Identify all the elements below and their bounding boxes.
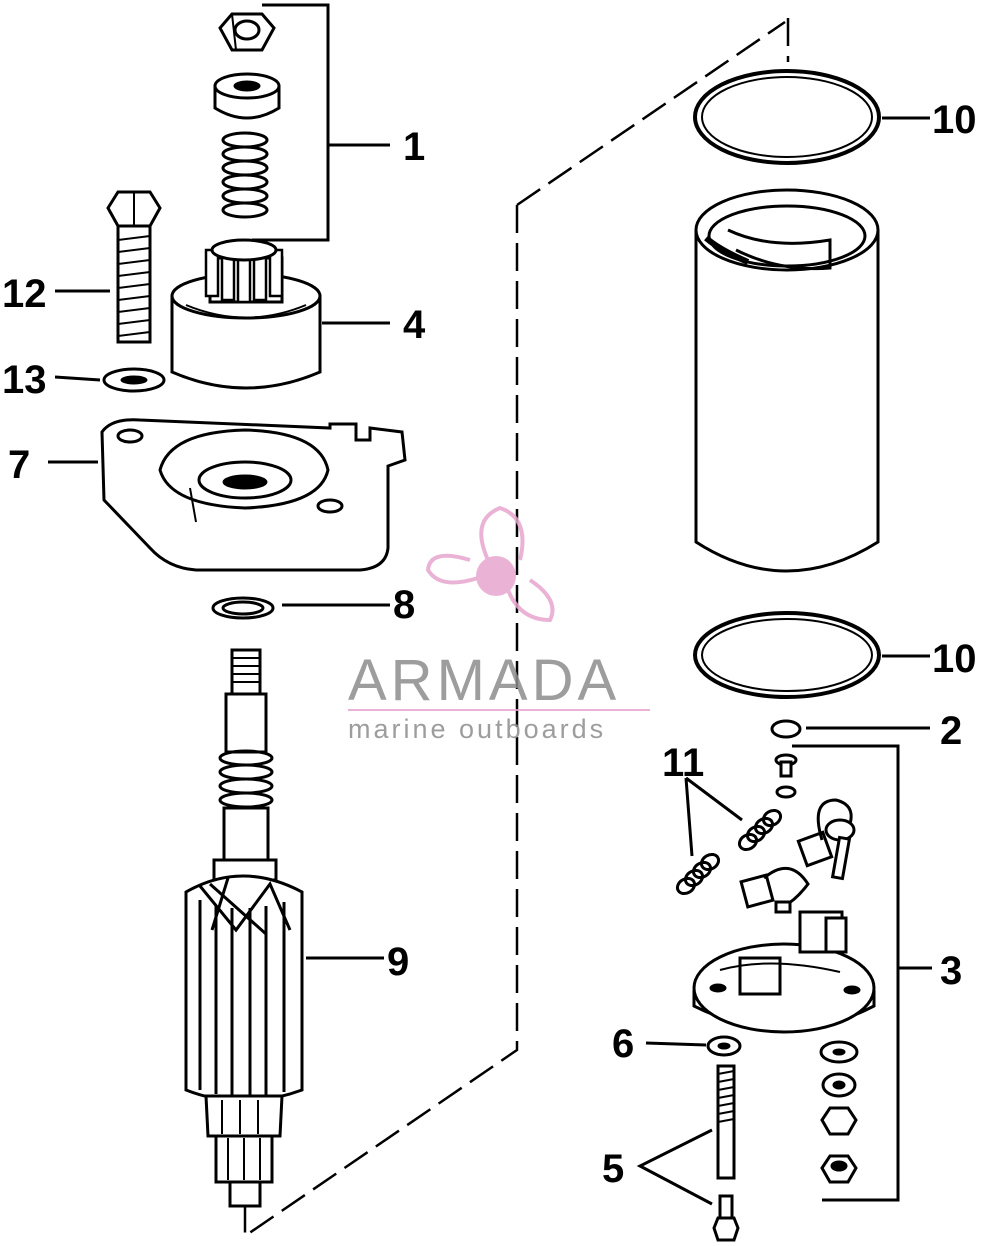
o-ring-bottom-part-10 xyxy=(693,611,930,699)
assembly-boundary xyxy=(243,18,790,1239)
callout-9: 9 xyxy=(387,940,409,984)
brush-plate-assembly xyxy=(675,744,932,1202)
callout-5: 5 xyxy=(602,1147,624,1191)
propeller-logo-icon xyxy=(425,505,555,623)
callout-10-bottom: 10 xyxy=(932,637,977,681)
nut-washer-spring-set xyxy=(213,3,390,242)
o-ring-top-part-10 xyxy=(693,69,930,165)
callout-12: 12 xyxy=(2,272,47,316)
callout-13: 13 xyxy=(2,358,47,402)
disc-part-2 xyxy=(770,719,930,739)
callout-1: 1 xyxy=(403,125,425,169)
washer-part-8 xyxy=(211,596,390,620)
bolt-part-12 xyxy=(55,190,162,344)
frame-housing xyxy=(694,188,880,573)
armada-watermark: ARMADA marine outboards xyxy=(348,505,650,744)
callout-3: 3 xyxy=(940,949,962,993)
callout-4: 4 xyxy=(403,303,426,347)
callout-7: 7 xyxy=(8,443,30,487)
washer-part-13 xyxy=(54,367,166,393)
drive-gear-part-4 xyxy=(170,238,390,390)
watermark-brand: ARMADA xyxy=(348,648,620,713)
callout-2: 2 xyxy=(940,709,962,753)
through-bolt-part-5 xyxy=(636,1064,740,1242)
callout-8: 8 xyxy=(393,583,415,627)
watermark-tagline: marine outboards xyxy=(348,714,606,744)
end-frame-part-7 xyxy=(48,418,407,572)
washer-part-6 xyxy=(645,1035,742,1057)
callout-10-top: 10 xyxy=(932,98,977,142)
callout-11: 11 xyxy=(662,741,704,785)
armature-part-9 xyxy=(184,648,384,1208)
callout-6: 6 xyxy=(612,1022,634,1066)
